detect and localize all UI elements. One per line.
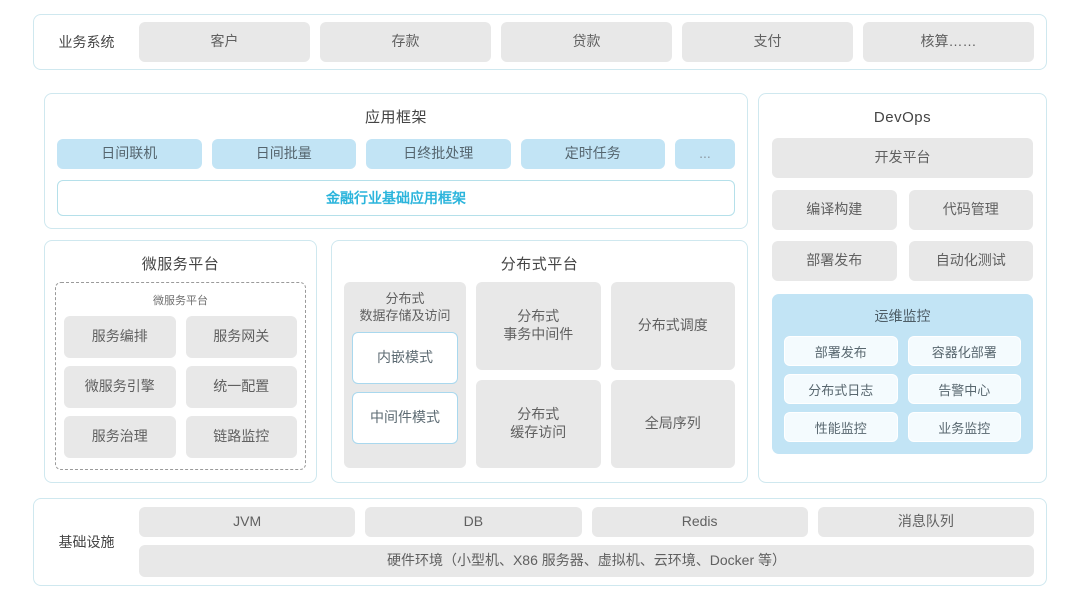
application-framework-tiles: 日间联机 日间批量 日终批处理 定时任务 ... [57, 139, 735, 169]
tile-ops-performance-monitoring[interactable]: 性能监控 [784, 412, 898, 442]
tile-business-accounting[interactable]: 核算…… [863, 22, 1034, 62]
microservice-platform-panel: 微服务平台 微服务平台 服务编排 服务网关 微服务引擎 统一配置 服务治理 链路… [44, 240, 317, 483]
distributed-platform-title: 分布式平台 [500, 256, 579, 273]
tile-business-customer[interactable]: 客户 [139, 22, 310, 62]
tile-db[interactable]: DB [365, 507, 582, 537]
tile-trace-monitoring[interactable]: 链路监控 [185, 416, 297, 458]
tile-service-gateway[interactable]: 服务网关 [185, 316, 297, 358]
application-framework-title: 应用框架 [364, 109, 427, 126]
devops-panel: DevOps 开发平台 编译构建 代码管理 部署发布 自动化测试 运维监控 部署… [758, 93, 1047, 483]
tile-redis[interactable]: Redis [591, 507, 808, 537]
tile-automated-testing[interactable]: 自动化测试 [908, 241, 1033, 281]
infrastructure-tiles: JVM DB Redis 消息队列 [139, 507, 1034, 537]
tile-more-ellipsis[interactable]: ... [675, 139, 735, 169]
tile-ops-alert-center[interactable]: 告警中心 [907, 374, 1021, 404]
tile-scheduled-task[interactable]: 定时任务 [520, 139, 665, 169]
tile-compile-build[interactable]: 编译构建 [772, 190, 897, 230]
distributed-platform-tiles: 分布式 事务中间件 分布式调度 分布式 缓存访问 全局序列 [476, 282, 735, 468]
business-system-label: 业务系统 [58, 34, 115, 50]
distributed-platform-body: 分布式 数据存储及访问 内嵌模式 中间件模式 分布式 事务中间件 分布式调度 分… [344, 282, 735, 468]
tile-microservice-engine[interactable]: 微服务引擎 [64, 366, 176, 408]
tile-service-orchestration[interactable]: 服务编排 [64, 316, 176, 358]
tile-daytime-online[interactable]: 日间联机 [57, 139, 202, 169]
ops-monitoring-title: 运维监控 [874, 308, 931, 324]
tile-business-deposit[interactable]: 存款 [320, 22, 491, 62]
microservice-platform-title: 微服务平台 [141, 256, 220, 273]
tile-service-governance[interactable]: 服务治理 [64, 416, 176, 458]
devops-tiles: 编译构建 代码管理 部署发布 自动化测试 [772, 190, 1033, 281]
application-framework-panel: 应用框架 日间联机 日间批量 日终批处理 定时任务 ... 金融行业基础应用框架 [44, 93, 748, 229]
tile-eod-batch[interactable]: 日终批处理 [366, 139, 511, 169]
infrastructure-panel: 基础设施 JVM DB Redis 消息队列 硬件环境（小型机、X86 服务器、… [33, 498, 1047, 586]
microservice-inner-box: 微服务平台 服务编排 服务网关 微服务引擎 统一配置 服务治理 链路监控 [55, 282, 306, 470]
tile-dev-platform[interactable]: 开发平台 [772, 138, 1033, 178]
tile-ops-container-deploy[interactable]: 容器化部署 [907, 336, 1021, 366]
tile-hardware-environment[interactable]: 硬件环境（小型机、X86 服务器、虚拟机、云环境、Docker 等） [139, 545, 1034, 577]
tile-middleware-mode[interactable]: 中间件模式 [352, 392, 458, 445]
tile-distributed-cache-access[interactable]: 分布式 缓存访问 [476, 380, 601, 468]
tile-global-sequence[interactable]: 全局序列 [610, 380, 735, 468]
distributed-data-storage-label: 分布式 数据存储及访问 [359, 291, 451, 323]
tile-message-queue[interactable]: 消息队列 [817, 507, 1034, 537]
tile-ops-deploy-release[interactable]: 部署发布 [784, 336, 898, 366]
microservice-tiles: 服务编排 服务网关 微服务引擎 统一配置 服务治理 链路监控 [64, 316, 297, 458]
tile-jvm[interactable]: JVM [139, 507, 356, 537]
tile-ops-distributed-log[interactable]: 分布式日志 [784, 374, 898, 404]
tile-distributed-scheduling[interactable]: 分布式调度 [610, 282, 735, 370]
microservice-inner-title: 微服务平台 [153, 295, 208, 307]
tile-code-management[interactable]: 代码管理 [908, 190, 1033, 230]
tile-unified-config[interactable]: 统一配置 [185, 366, 297, 408]
devops-title: DevOps [873, 109, 932, 126]
tile-business-loan[interactable]: 贷款 [501, 22, 672, 62]
tile-distributed-transaction-middleware[interactable]: 分布式 事务中间件 [476, 282, 601, 370]
business-system-tiles: 客户 存款 贷款 支付 核算…… [139, 22, 1046, 62]
distributed-platform-panel: 分布式平台 分布式 数据存储及访问 内嵌模式 中间件模式 分布式 事务中间件 分… [331, 240, 748, 483]
tile-business-payment[interactable]: 支付 [682, 22, 853, 62]
tile-distributed-data-storage[interactable]: 分布式 数据存储及访问 内嵌模式 中间件模式 [344, 282, 466, 468]
tile-daytime-batch[interactable]: 日间批量 [211, 139, 356, 169]
infrastructure-label: 基础设施 [58, 534, 115, 550]
infrastructure-content: JVM DB Redis 消息队列 硬件环境（小型机、X86 服务器、虚拟机、云… [139, 507, 1046, 577]
tile-embedded-mode[interactable]: 内嵌模式 [352, 332, 458, 385]
ops-monitoring-box: 运维监控 部署发布 容器化部署 分布式日志 告警中心 性能监控 业务监控 [772, 294, 1033, 454]
business-system-panel: 业务系统 客户 存款 贷款 支付 核算…… [33, 14, 1047, 70]
finance-base-framework-banner[interactable]: 金融行业基础应用框架 [57, 180, 735, 216]
tile-deploy-release[interactable]: 部署发布 [772, 241, 897, 281]
tile-ops-business-monitoring[interactable]: 业务监控 [907, 412, 1021, 442]
ops-monitoring-tiles: 部署发布 容器化部署 分布式日志 告警中心 性能监控 业务监控 [784, 336, 1021, 442]
